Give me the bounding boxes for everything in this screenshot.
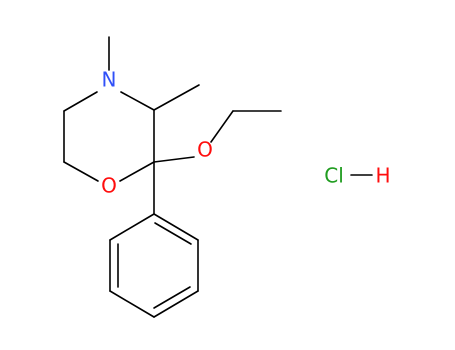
bond-ring-oxygen-c2 xyxy=(119,161,155,182)
bond-ether-oxygen-ch2 xyxy=(210,110,234,143)
bond-c6-ring-oxygen xyxy=(63,161,99,182)
bond-c3-methyl xyxy=(153,84,200,111)
bond-n-c5 xyxy=(63,91,98,112)
atom-chlorine: Cl xyxy=(324,164,344,188)
atom-ring-oxygen: O xyxy=(101,174,117,198)
bond-phenyl-6-1 xyxy=(109,213,155,241)
bond-phenyl-4-5 xyxy=(109,290,155,318)
bond-n-c3 xyxy=(120,91,155,111)
bond-phenyl-double-b xyxy=(153,286,191,309)
atom-nitrogen: N xyxy=(102,68,117,92)
bond-phenyl-3-4 xyxy=(153,290,199,318)
atom-hydrogen: H xyxy=(375,164,390,188)
bond-phenyl-1-2 xyxy=(153,213,199,241)
atom-ether-oxygen: O xyxy=(197,138,213,162)
bonds xyxy=(63,36,373,318)
bond-c2-ether-oxygen xyxy=(153,156,195,163)
bond-phenyl-double-a xyxy=(154,222,192,245)
atom-labels: N O O Cl H xyxy=(101,68,390,198)
